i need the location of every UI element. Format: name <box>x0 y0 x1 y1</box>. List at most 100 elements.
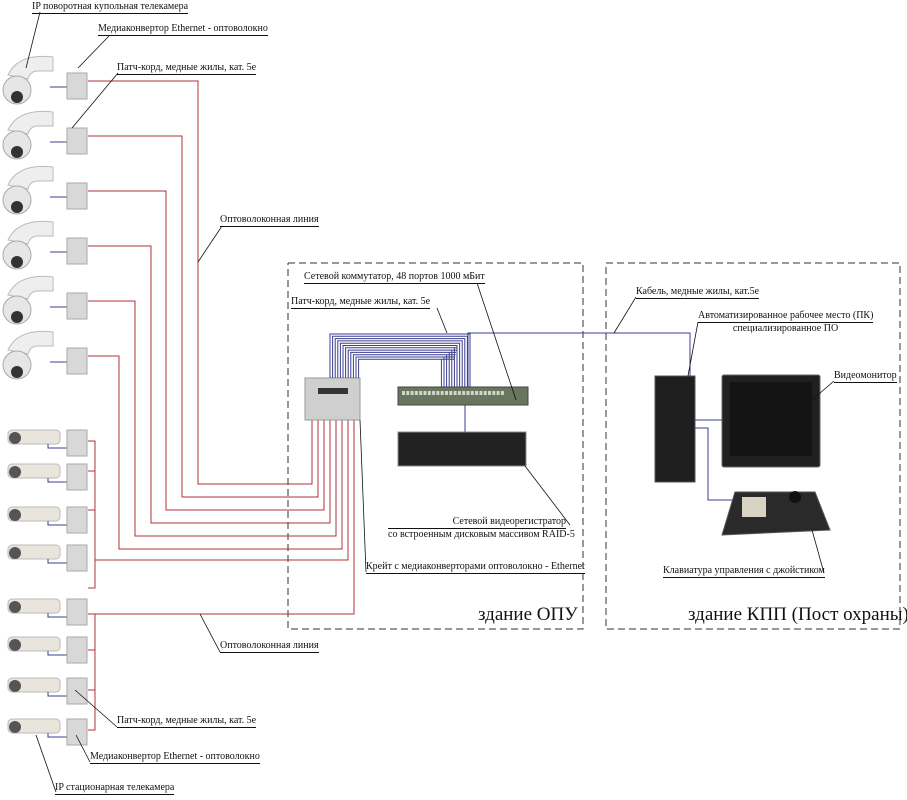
dome-camera <box>2 130 32 160</box>
fixed-camera-lens <box>9 601 21 613</box>
leader-line <box>77 34 111 69</box>
switch-port <box>488 391 491 395</box>
patch-cord-bundle <box>352 354 456 387</box>
dome-camera-bracket <box>7 165 54 190</box>
media-converter <box>66 544 88 572</box>
media-converter-crate <box>304 377 361 421</box>
media-converter <box>66 292 88 320</box>
dome-camera <box>2 185 32 215</box>
patch-cord <box>47 521 67 526</box>
patch-cord-bundle <box>337 340 463 387</box>
fiber-bus-group2 <box>88 613 96 731</box>
patch-cord-bundle <box>358 358 455 387</box>
switch-port <box>496 391 500 395</box>
leader-line <box>811 380 835 401</box>
fixed-camera-lens <box>9 432 21 444</box>
dome-camera <box>2 295 32 325</box>
patch-cord <box>47 692 67 697</box>
media-converter <box>66 72 88 100</box>
leader-line <box>35 734 57 793</box>
network-video-recorder <box>397 431 527 467</box>
label-fiber-line-bottom: Оптоволоконная линия <box>220 640 319 653</box>
switch-port <box>453 391 457 395</box>
leader-line <box>71 72 119 129</box>
dome-camera-lens <box>11 201 23 213</box>
patch-cord <box>47 613 67 618</box>
switch-port <box>414 391 418 395</box>
fixed-camera <box>7 463 61 479</box>
dome-camera-lens <box>11 311 23 323</box>
media-converter <box>66 506 88 534</box>
keyboard-display <box>742 497 766 517</box>
media-converter <box>66 429 88 457</box>
media-converter <box>66 237 88 265</box>
fixed-camera <box>7 598 61 614</box>
label-workstation: Автоматизированное рабочее место (ПК) сп… <box>698 310 873 334</box>
fiber-line <box>88 135 319 498</box>
fixed-camera-lens <box>9 547 21 559</box>
dome-camera-lens <box>11 256 23 268</box>
dome-camera <box>2 350 32 380</box>
fixed-camera <box>7 677 61 693</box>
patch-cord <box>47 651 67 656</box>
building-opu-label: здание ОПУ <box>478 604 578 625</box>
patch-cord <box>47 733 67 738</box>
patch-cord-bundle <box>329 333 471 387</box>
fiber-line-group2 <box>88 420 355 615</box>
patch-cord <box>47 478 67 483</box>
leader-line <box>524 465 571 526</box>
patch-cord <box>47 559 67 564</box>
building-kpp-label: здание КПП (Пост охраны) <box>688 604 907 625</box>
switch-port <box>492 391 496 395</box>
building-kpp-boundary <box>605 262 901 630</box>
patch-cord-bundle <box>332 335 468 387</box>
fiber-line <box>88 80 313 485</box>
label-patch-cord-bottom: Патч-корд, медные жилы, кат. 5е <box>117 715 257 728</box>
leader-line <box>687 321 699 377</box>
fixed-camera <box>7 429 61 445</box>
label-workstation-line1: Автоматизированное рабочее место (ПК) <box>698 310 874 323</box>
switch-port <box>402 391 405 395</box>
dome-camera <box>2 240 32 270</box>
fiber-line <box>88 300 337 537</box>
label-nvr: Сетевой видеорегистратор со встроенным д… <box>388 516 575 540</box>
media-converter <box>66 127 88 155</box>
switch-port <box>419 391 423 395</box>
switch-port <box>440 391 444 395</box>
fiber-line-group1 <box>95 420 349 561</box>
fixed-camera-lens <box>9 721 21 733</box>
patch-cord-bundle <box>347 349 457 387</box>
crate-slot <box>318 388 348 394</box>
label-fiber-line-top: Оптоволоконная линия <box>220 214 319 227</box>
dome-camera-bracket <box>7 275 54 300</box>
media-converter <box>66 636 88 664</box>
media-converter <box>66 463 88 491</box>
dome-camera <box>2 75 32 105</box>
control-keyboard <box>721 491 831 536</box>
fixed-camera <box>7 544 61 560</box>
leader-line <box>359 419 367 573</box>
fixed-camera-lens <box>9 639 21 651</box>
fiber-line <box>88 245 331 524</box>
switch-port <box>475 391 479 395</box>
fixed-camera <box>7 636 61 652</box>
label-media-converter-top: Медиаконвертор Ethernet - оптоволокно <box>98 23 268 36</box>
leader-line <box>74 689 118 728</box>
switch-port <box>479 391 483 395</box>
switch-port <box>466 391 470 395</box>
patch-cord-bundle <box>334 338 466 387</box>
switch-port <box>427 391 431 395</box>
switch-port <box>445 391 448 395</box>
patch-cord-bundle <box>350 351 456 387</box>
monitor-screen <box>730 382 812 456</box>
fiber-line <box>88 355 343 550</box>
fiber-line <box>88 190 325 511</box>
switch-port <box>432 391 436 395</box>
label-nvr-line1: Сетевой видеорегистратор <box>388 516 566 529</box>
patch-cord <box>47 444 67 449</box>
patch-cord-bundle <box>342 345 458 387</box>
leader-line <box>811 529 825 574</box>
label-monitor: Видеомонитор <box>834 370 897 383</box>
